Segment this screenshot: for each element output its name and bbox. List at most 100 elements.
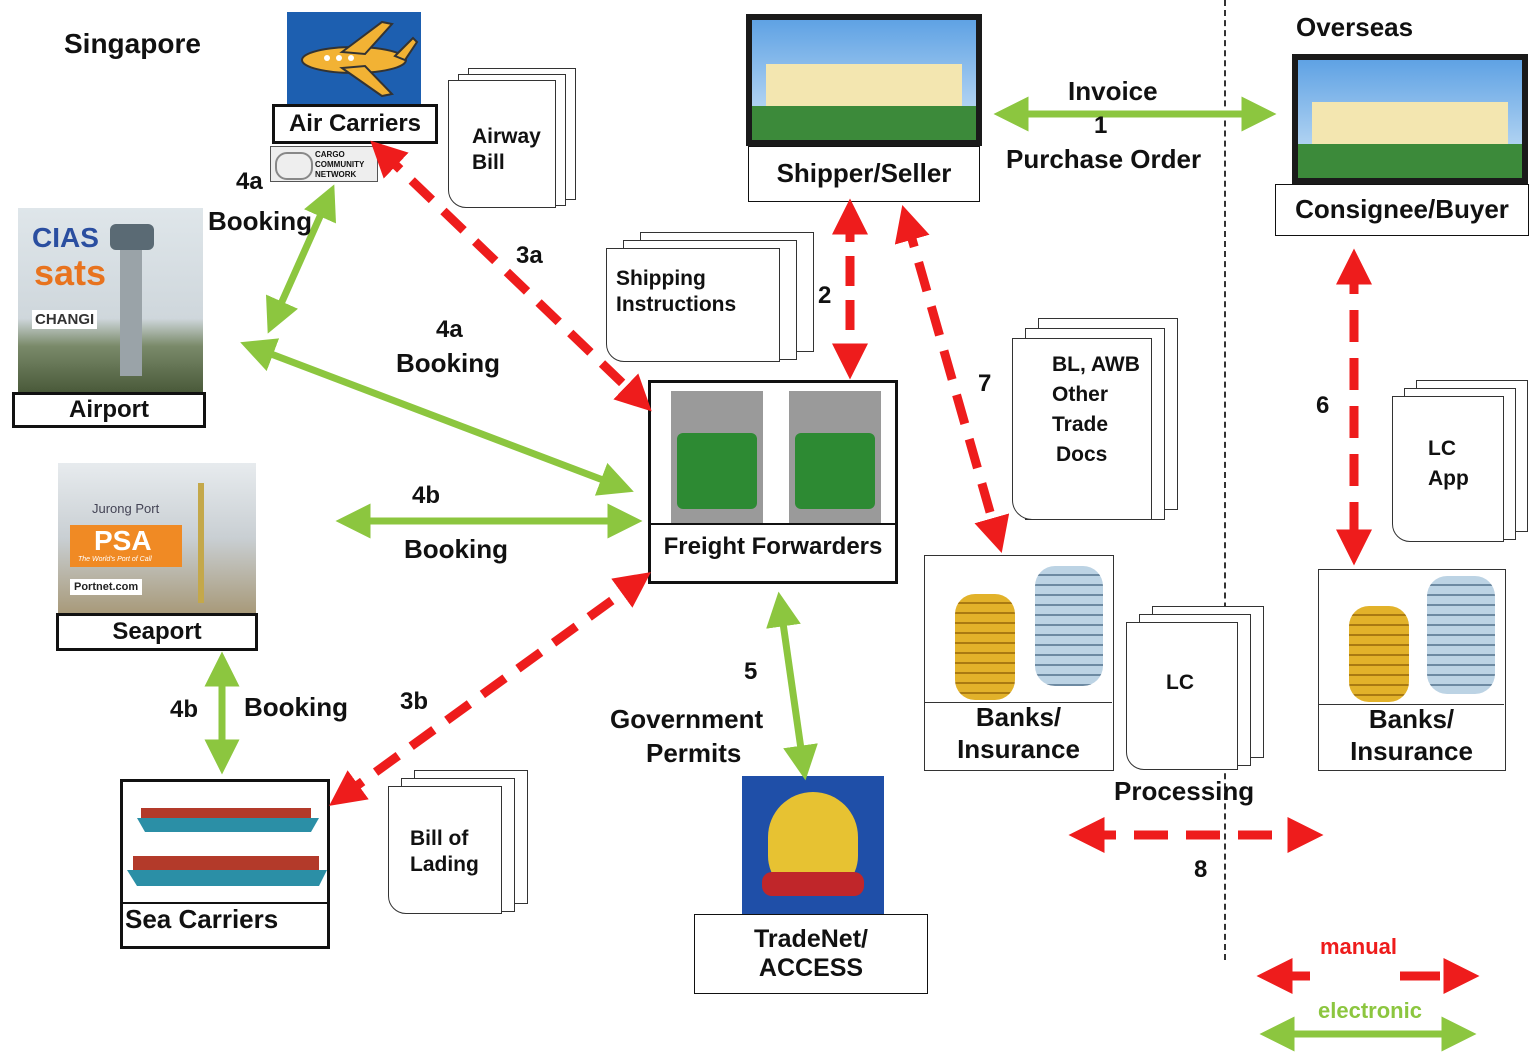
banks-local-divider: [925, 702, 1112, 703]
banks-local-label-line1: Banks/: [975, 702, 1062, 732]
lc-app-line1: LC: [1428, 437, 1456, 460]
doc-page-front: [1012, 338, 1152, 520]
flow-number-4a-mid: 4a: [436, 316, 463, 343]
arrow-booking-airport: [240, 338, 634, 496]
customs-crest-image: [742, 776, 884, 914]
flow-number-4b-mid: 4b: [412, 482, 441, 509]
arrow-government-permits: [766, 591, 818, 781]
truck-cab-2: [795, 433, 875, 509]
air-carriers-box: Air Carriers: [272, 104, 438, 144]
flow-number-2: 2: [818, 282, 832, 309]
legend-manual-label: manual: [1320, 934, 1398, 959]
bl-awb-line1: BL, AWB: [1052, 353, 1140, 376]
banks-overseas-label-line2: Insurance: [1350, 736, 1473, 766]
purchase-order-label: Purchase Order: [1006, 144, 1202, 174]
region-label-overseas: Overseas: [1296, 12, 1414, 42]
coin-stack-icon-overseas: [1349, 606, 1409, 702]
lc-app-line2: App: [1428, 467, 1469, 490]
sats-logo: sats: [34, 252, 107, 293]
bl-awb-line2: Other: [1052, 383, 1109, 406]
seaport-photo: Jurong Port PSA The World's Port of Call…: [58, 463, 256, 613]
shipper-box: Shipper/Seller: [748, 146, 980, 202]
flow-number-4a-top: 4a: [236, 168, 263, 195]
arrow-3a: [370, 140, 652, 412]
doc-page-front: [388, 786, 502, 914]
arrow-3b: [329, 572, 651, 806]
air-carriers-label: Air Carriers: [288, 110, 422, 138]
tradenet-label-line2: ACCESS: [758, 954, 864, 982]
consignee-label: Consignee/Buyer: [1295, 194, 1509, 225]
seaport-box: Seaport: [56, 613, 258, 651]
consignee-trees: [1298, 144, 1522, 178]
bl-awb-line3: Trade: [1052, 413, 1109, 436]
crane-icon: [198, 483, 204, 603]
coin-stack-silver-icon-overseas: [1427, 576, 1495, 694]
control-tower-top: [110, 224, 154, 250]
flow-number-6: 6: [1316, 392, 1330, 419]
truck-cab-1: [677, 433, 757, 509]
psa-tagline: The World's Port of Call: [78, 556, 152, 563]
container-ship-icon: [127, 808, 327, 886]
banks-overseas-divider: [1319, 704, 1504, 705]
lc-label: LC: [1166, 671, 1194, 694]
flow-number-1: 1: [1094, 112, 1108, 139]
invoice-label: Invoice: [1068, 76, 1158, 106]
lc-app-document: LC App: [1392, 380, 1528, 544]
government-permits-line2: Permits: [646, 738, 742, 768]
psa-logo-banner: [70, 525, 182, 567]
sea-carriers-label: Sea Carriers: [123, 902, 329, 935]
sea-carriers-panel: Sea Carriers: [120, 779, 330, 949]
airplane-icon: [287, 12, 421, 104]
airport-photo: CIAS sats CHANGI: [18, 208, 203, 392]
cargo-network-label: CARGO COMMUNITY NETWORK: [315, 150, 365, 179]
banks-overseas-panel: Banks/ Insurance: [1318, 569, 1506, 771]
consignee-factory-image: [1292, 54, 1528, 184]
flow-number-8: 8: [1194, 856, 1208, 883]
customs-crest-band: [762, 872, 864, 896]
doc-page-front: [1392, 396, 1504, 542]
seaport-label: Seaport: [112, 618, 202, 646]
bl-awb-trade-docs-document: BL, AWB Other Trade Docs: [1012, 318, 1180, 522]
arrow-7: [894, 205, 1010, 553]
freight-forwarders-panel: Freight Forwarders: [648, 380, 898, 584]
legend-electronic-label: electronic: [1318, 998, 1422, 1023]
doc-page-front: [1126, 622, 1238, 770]
government-permits-line1: Government: [610, 704, 764, 734]
banks-local-label-line2: Insurance: [957, 734, 1080, 764]
cias-logo: CIAS: [32, 222, 99, 253]
cargo-community-network-logo: CARGO COMMUNITY NETWORK: [270, 146, 378, 182]
booking-label-air: Booking: [208, 206, 312, 236]
banks-overseas-label-line1: Banks/: [1368, 704, 1455, 734]
lc-document: LC: [1126, 606, 1266, 772]
shipper-label: Shipper/Seller: [776, 158, 952, 189]
cargo-network-logo-mark: [275, 152, 313, 180]
consignee-box: Consignee/Buyer: [1275, 184, 1529, 236]
booking-label-sea-carriers: Booking: [244, 692, 348, 722]
coin-stack-icon: [955, 594, 1015, 700]
flow-number-3b: 3b: [400, 688, 429, 715]
tradenet-label-line1: TradeNet/: [754, 925, 868, 954]
tradenet-box: TradeNet/ ACCESS: [694, 914, 928, 994]
shipper-trees: [752, 106, 976, 140]
region-label-singapore: Singapore: [64, 28, 201, 59]
freight-forwarders-label: Freight Forwarders: [651, 523, 895, 561]
portnet-logo: Portnet.com: [70, 579, 143, 595]
airport-label: Airport: [69, 396, 149, 424]
control-tower-icon: [120, 226, 142, 376]
flow-number-5: 5: [744, 658, 758, 685]
banks-local-panel: Banks/ Insurance: [924, 555, 1114, 771]
flow-number-4b-low: 4b: [170, 696, 199, 723]
flow-number-3a: 3a: [516, 242, 543, 269]
booking-label-seaport: Booking: [404, 534, 508, 564]
psa-logo: PSA: [94, 525, 152, 556]
jurong-port-logo: Jurong Port: [92, 501, 160, 516]
bill-of-lading-line2: Lading: [410, 853, 479, 876]
processing-label: Processing: [1114, 776, 1255, 806]
arrow-booking-air: [266, 184, 336, 334]
coin-stack-silver-icon: [1035, 566, 1103, 686]
bill-of-lading-line1: Bill of: [410, 827, 469, 850]
airport-box: Airport: [12, 392, 206, 428]
flow-number-7: 7: [978, 370, 992, 397]
changi-logo: CHANGI: [32, 310, 98, 329]
